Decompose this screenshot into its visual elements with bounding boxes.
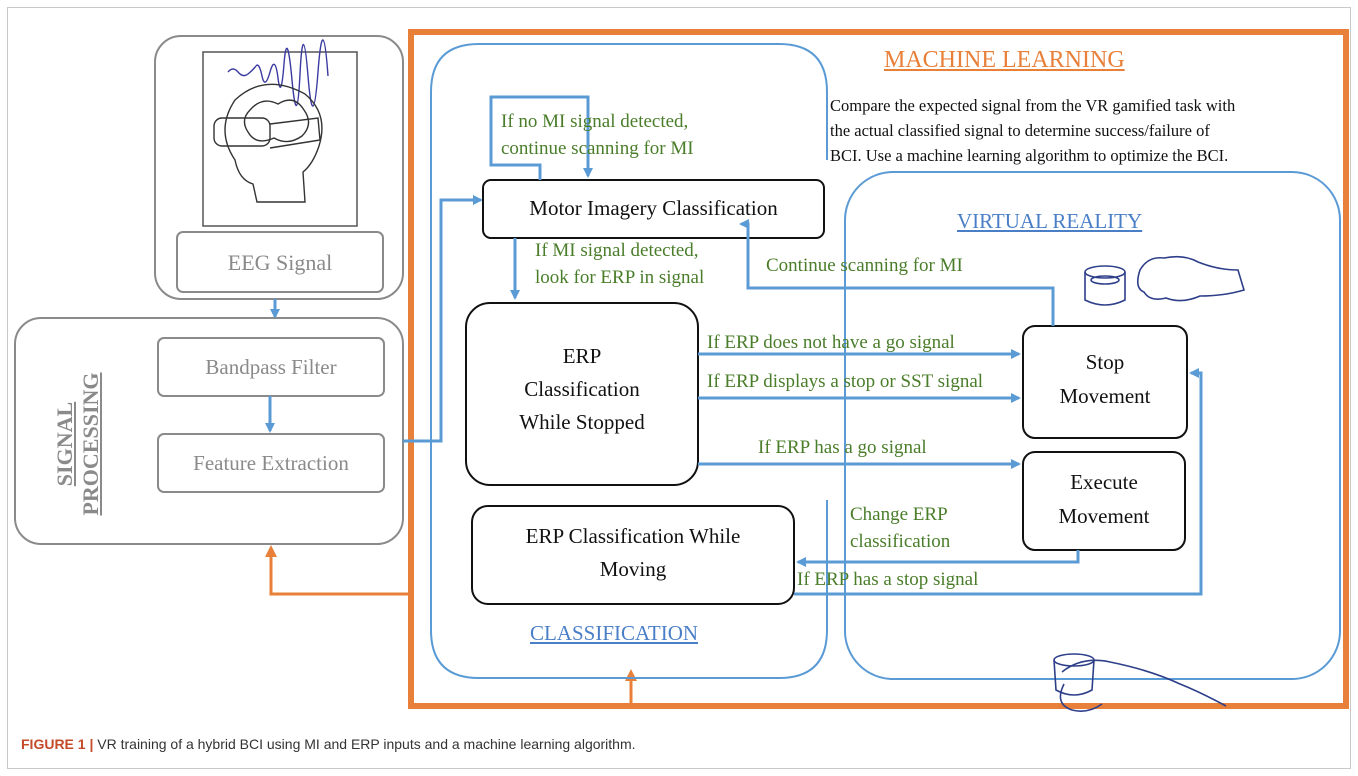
figure-frame xyxy=(7,7,1351,769)
ml-description-line: the actual classified signal to determin… xyxy=(830,121,1210,140)
classification-title: CLASSIFICATION xyxy=(530,621,699,645)
bandpass-filter-label: Bandpass Filter xyxy=(205,355,337,379)
hand-cup-top-illustration xyxy=(1084,255,1245,306)
change-erp-edge-line: classification xyxy=(850,531,951,552)
no-mi-edge-line: If no MI signal detected, xyxy=(501,111,689,132)
machine-learning-frame xyxy=(408,29,1349,709)
execute-movement-line: Movement xyxy=(1058,504,1150,528)
eeg-head-illustration xyxy=(213,39,329,203)
no-mi-edge-line: continue scanning for MI xyxy=(501,138,694,159)
stop-signal-arrow xyxy=(794,368,1203,596)
erp-stopped-line: Classification xyxy=(524,377,640,401)
motor-imagery-box xyxy=(482,179,825,239)
eeg-image-frame xyxy=(202,51,358,227)
erp-moving-box xyxy=(471,505,795,605)
erp-stopped-label: ERP Classification While Stopped xyxy=(466,340,698,439)
stop-movement-line: Movement xyxy=(1059,384,1151,408)
motor-imagery-label: Motor Imagery Classification xyxy=(529,196,778,220)
stop-movement-line: Stop xyxy=(1085,350,1125,374)
mi-detected-edge-label: If MI signal detected, look for ERP in s… xyxy=(535,239,704,289)
eeg-panel xyxy=(154,35,404,300)
ml-description-line: Compare the expected signal from the VR … xyxy=(830,96,1236,115)
virtual-reality-title: VIRTUAL REALITY xyxy=(957,209,1143,233)
stop-movement-label: Stop Movement xyxy=(1023,345,1187,413)
classification-panel xyxy=(430,43,828,679)
figure-caption-label: FIGURE 1 | xyxy=(21,736,94,752)
machine-learning-description: Compare the expected signal from the VR … xyxy=(830,93,1330,168)
erp-stopped-box xyxy=(465,302,699,486)
change-erp-arrow xyxy=(796,550,1080,567)
erp-moving-line: Moving xyxy=(599,557,667,581)
mi-detected-edge-line: If MI signal detected, xyxy=(535,240,699,261)
hand-cup-bottom-illustration xyxy=(1053,653,1227,712)
machine-learning-title: MACHINE LEARNING xyxy=(884,47,1125,73)
erp-stopped-line: ERP xyxy=(562,344,602,368)
erp-moving-label: ERP Classification While Moving xyxy=(472,520,794,586)
figure-caption-text: VR training of a hybrid BCI using MI and… xyxy=(93,736,636,752)
ml-to-signal-processing-arrow xyxy=(265,545,411,596)
ml-description-line: BCI. Use a machine learning algorithm to… xyxy=(830,146,1229,165)
signal-processing-title-line2: PROCESSING xyxy=(78,372,103,516)
signal-processing-title-line1: SIGNAL xyxy=(52,401,77,487)
continue-scanning-edge-label: Continue scanning for MI xyxy=(766,255,963,276)
figure-caption: FIGURE 1 | VR training of a hybrid BCI u… xyxy=(21,736,636,752)
continue-scanning-arrow xyxy=(739,219,1055,326)
erp-stopped-line: While Stopped xyxy=(519,410,645,434)
change-erp-edge-label: Change ERP classification xyxy=(850,503,950,553)
stop-signal-edge-label: If ERP has a stop signal xyxy=(797,569,979,590)
execute-movement-line: Execute xyxy=(1070,470,1138,494)
eeg-signal-label: EEG Signal xyxy=(227,250,333,275)
change-erp-edge-line: Change ERP xyxy=(850,504,948,525)
feature-to-mi-arrow xyxy=(403,195,483,443)
execute-movement-box xyxy=(1022,451,1186,551)
erp-moving-line: ERP Classification While xyxy=(525,524,741,548)
no-mi-loop-arrow xyxy=(489,95,593,180)
go-edge-label: If ERP has a go signal xyxy=(758,437,927,458)
feature-extraction-box xyxy=(157,433,385,493)
no-go-edge-label: If ERP does not have a go signal xyxy=(707,332,955,353)
eeg-signal-box xyxy=(176,231,384,293)
stop-sst-edge-label: If ERP displays a stop or SST signal xyxy=(707,371,984,392)
execute-movement-label: Execute Movement xyxy=(1023,465,1185,533)
signal-processing-title: SIGNAL PROCESSING xyxy=(46,342,118,522)
no-mi-edge-label: If no MI signal detected, continue scann… xyxy=(501,110,694,160)
feature-extraction-label: Feature Extraction xyxy=(193,451,349,475)
mi-detected-edge-line: look for ERP in signal xyxy=(535,267,705,288)
stop-movement-box xyxy=(1022,325,1188,439)
signal-processing-panel xyxy=(14,317,404,545)
